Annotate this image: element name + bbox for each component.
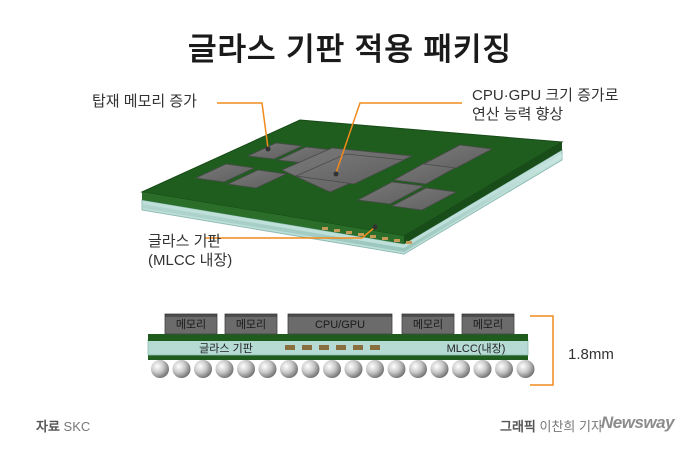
thickness-bracket xyxy=(530,315,554,386)
solder-ball xyxy=(151,360,169,378)
memory-chip-3d xyxy=(390,187,458,211)
callout-cpu: CPU·GPU 크기 증가로 연산 능력 향상 xyxy=(472,86,619,124)
solder-ball xyxy=(258,360,277,378)
solder-ball xyxy=(495,360,513,378)
solder-ball xyxy=(452,360,470,378)
mlcc-embedded-3d xyxy=(322,227,412,244)
credit-name: 이찬희 기자 xyxy=(539,419,603,434)
solder-ball xyxy=(323,360,341,378)
chip-label-memory-3: 메모리 xyxy=(413,318,443,331)
solder-ball xyxy=(237,360,255,378)
source-prefix: 자료 xyxy=(36,419,60,434)
chip-label-memory-4: 메모리 xyxy=(473,318,503,331)
package-3d xyxy=(140,102,564,255)
solder-ball xyxy=(430,360,449,378)
solder-ball xyxy=(172,360,191,378)
pcb-top-layer xyxy=(148,334,528,341)
memory-chip xyxy=(224,313,278,335)
solder-ball xyxy=(280,360,298,378)
memory-chip-3d xyxy=(194,163,256,183)
cpu-gpu-chip-3d xyxy=(294,153,406,185)
substrate-label: 글라스 기판 xyxy=(199,342,253,355)
callout-line-glass xyxy=(205,227,375,239)
source-credit: 자료 SKC xyxy=(36,416,90,435)
solder-ball xyxy=(409,360,427,378)
callout-glass: 글라스 기판 (MLCC 내장) xyxy=(148,232,232,270)
memory-chip-3d xyxy=(422,144,494,169)
cross-section: 메모리 메모리 CPU/GPU 메모리 메모리 글라스 기판 MLCC(내장) xyxy=(147,313,554,386)
callout-cpu-line1: CPU·GPU 크기 증가로 xyxy=(472,87,619,104)
memory-chip-3d xyxy=(356,181,426,205)
memory-chip xyxy=(401,313,455,335)
memory-chip xyxy=(461,313,515,335)
solder-ball xyxy=(215,360,234,378)
memory-chip xyxy=(164,313,218,335)
chip-label-memory-2: 메모리 xyxy=(236,318,266,331)
memory-chip-3d xyxy=(226,169,288,189)
brand-logo: Newsway xyxy=(601,413,675,432)
solder-balls xyxy=(151,360,535,378)
solder-ball xyxy=(194,360,212,378)
thickness-label: 1.8mm xyxy=(568,346,614,363)
callout-lines xyxy=(205,102,462,239)
chip-label-cpu-gpu: CPU/GPU xyxy=(315,319,365,331)
source-name: SKC xyxy=(63,419,91,434)
solder-ball xyxy=(301,360,320,378)
credit-prefix: 그래픽 xyxy=(500,419,536,434)
chip-label-memory-1: 메모리 xyxy=(176,318,206,331)
solder-ball xyxy=(366,360,384,378)
solder-ball xyxy=(344,360,363,378)
callout-memory: 탑재 메모리 증가 xyxy=(92,92,197,111)
callout-glass-line1: 글라스 기판 xyxy=(148,233,222,250)
solder-ball xyxy=(473,360,492,378)
solder-ball xyxy=(516,360,535,378)
graphic-credit: 그래픽 이찬희 기자 xyxy=(500,416,603,435)
mlcc-label: MLCC(내장) xyxy=(447,342,506,355)
callout-line-memory xyxy=(217,102,269,149)
mlcc-embedded xyxy=(285,345,380,350)
cpu-gpu-chip xyxy=(287,313,393,335)
callout-glass-line2: (MLCC 내장) xyxy=(148,252,233,269)
page-title: 글라스 기판 적용 패키징 xyxy=(187,32,513,67)
callout-cpu-line2: 연산 능력 향상 xyxy=(472,106,564,123)
callout-line-cpu xyxy=(335,102,462,174)
callout-memory-text: 탑재 메모리 증가 xyxy=(92,93,197,110)
solder-ball xyxy=(387,360,406,378)
